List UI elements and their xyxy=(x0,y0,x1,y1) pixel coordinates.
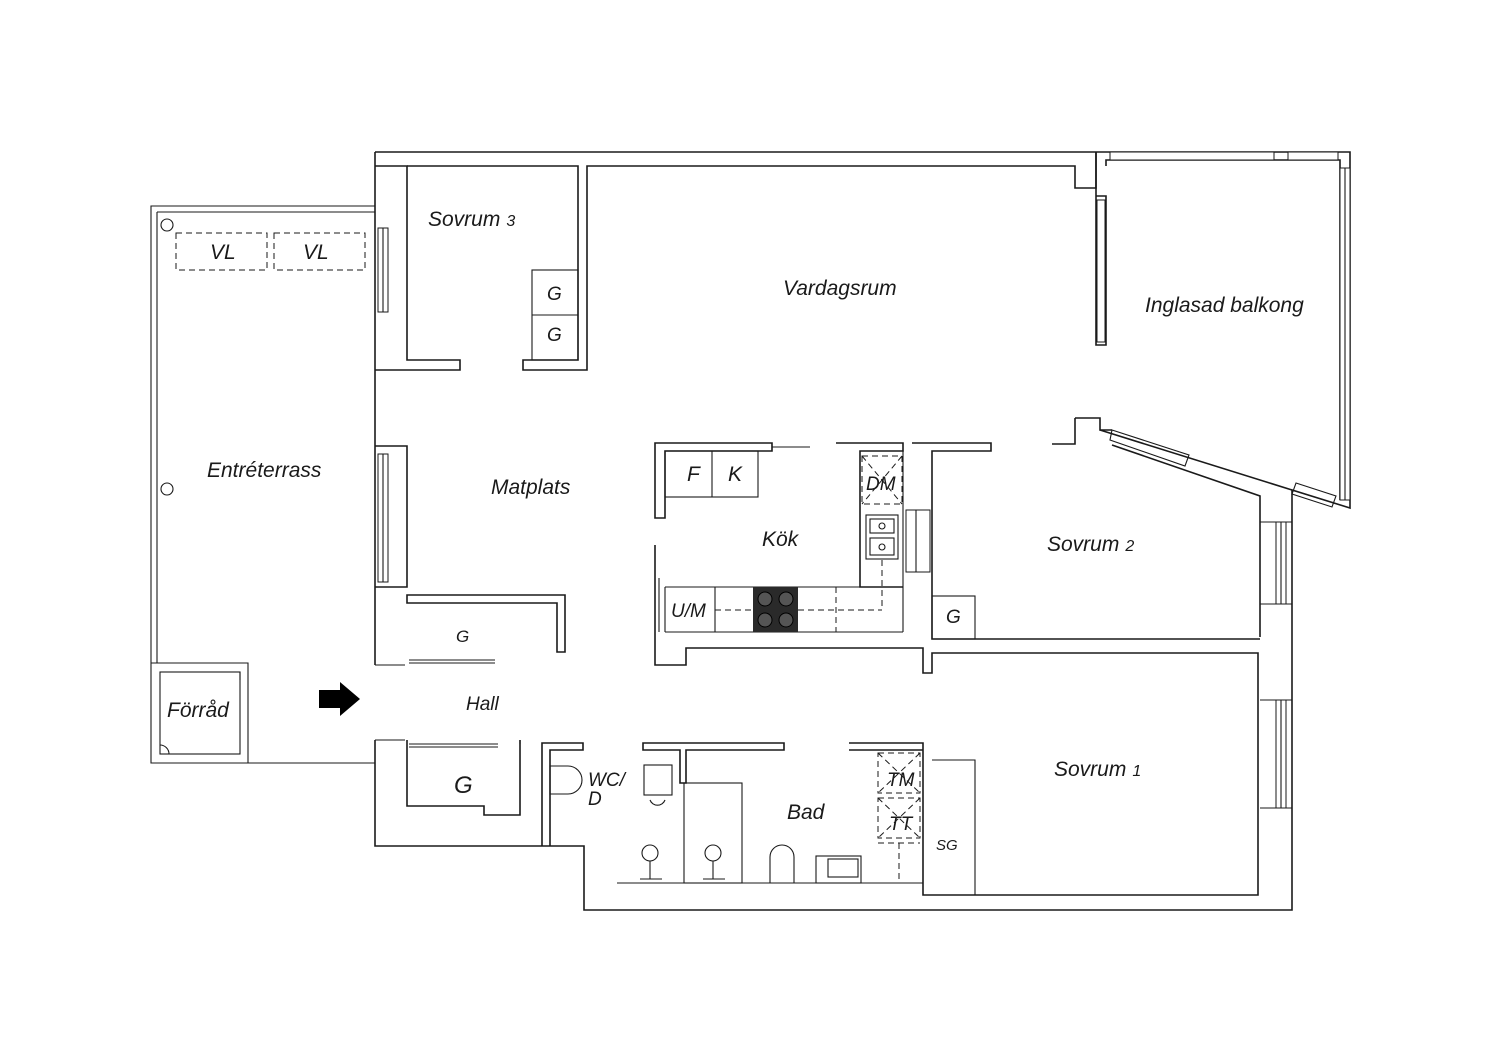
label-dishwasher: DM xyxy=(866,474,896,495)
label-wardrobe-hall: G xyxy=(456,627,469,646)
label-wardrobe-2: G xyxy=(946,607,961,628)
label-dining: Matplats xyxy=(491,476,571,499)
label-vl-2: VL xyxy=(303,241,329,264)
bathtub xyxy=(683,782,743,884)
label-wc-line2: D xyxy=(588,789,602,810)
bedroom-3-walls xyxy=(375,152,1097,371)
label-hall: Hall xyxy=(466,694,500,715)
wardrobe-bedroom2 xyxy=(931,595,976,640)
label-dryer: TT xyxy=(889,814,914,835)
hall-walls xyxy=(406,594,566,816)
toilet-bath xyxy=(769,844,795,883)
label-wc-line1: WC/ xyxy=(588,770,627,791)
vl-box-2 xyxy=(273,232,366,271)
kitchen-walls xyxy=(375,442,1260,896)
label-living-room: Vardagsrum xyxy=(783,277,897,300)
label-wardrobe-3a: G xyxy=(547,284,562,305)
label-wardrobe-hall-2: G xyxy=(454,772,473,799)
living-balcony-walls xyxy=(1052,151,1351,637)
label-storage: Förråd xyxy=(167,699,230,722)
bedroom-walls xyxy=(931,521,1292,809)
entrance-arrow-icon xyxy=(319,682,360,716)
label-cleaning-closet: SG xyxy=(936,837,958,854)
label-kitchen: Kök xyxy=(762,528,800,551)
vl-box-1 xyxy=(175,232,268,271)
label-bath: Bad xyxy=(787,801,826,824)
outer-walls xyxy=(374,151,1351,911)
entrance-terrace xyxy=(150,205,375,764)
kitchen-sink xyxy=(865,514,899,560)
label-fridge: K xyxy=(728,463,743,486)
label-oven-micro: U/M xyxy=(671,601,706,622)
toilet-wc xyxy=(549,765,583,795)
label-entrance-terrace: Entréterrass xyxy=(207,459,322,482)
label-washer: TM xyxy=(887,770,915,791)
label-wardrobe-3b: G xyxy=(547,325,562,346)
label-balcony: Inglasad balkong xyxy=(1145,294,1304,317)
label-vl-1: VL xyxy=(210,241,236,264)
bathroom-walls xyxy=(541,742,976,896)
storage-box xyxy=(159,671,241,755)
sink-bath xyxy=(815,855,862,884)
label-freezer: F xyxy=(687,463,701,486)
